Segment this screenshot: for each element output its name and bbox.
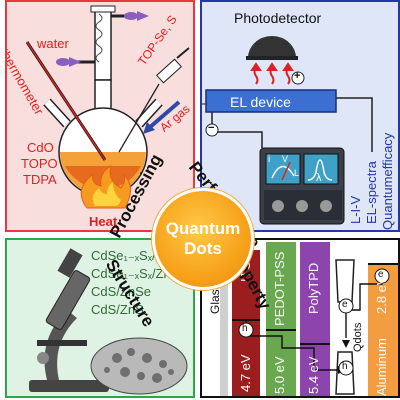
center-title-line2: Dots: [184, 239, 222, 258]
aluminum-label: Aluminum: [374, 338, 389, 396]
hole-carrier: h: [242, 323, 248, 334]
electron-carrier: e: [378, 269, 384, 280]
structure-panel: CdSe₁₋ₓSₓ/ZnS CdSe₁₋ₓSₓ/ZnSe CdS/ZnSe Cd…: [5, 238, 195, 398]
pedot-layer: [266, 242, 296, 396]
quantum-efficacy-label: Quantumefficacy: [380, 132, 395, 230]
heat-label: Heat: [89, 214, 118, 229]
microscope-illustration: [29, 248, 188, 395]
aluminum-energy: 2.8 eV: [374, 276, 389, 314]
hole-carrier-qdot: h: [342, 361, 348, 372]
energy-band-diagram: [220, 242, 398, 396]
water-label: water: [37, 36, 69, 51]
liv-label: L-I-V: [348, 195, 363, 224]
photodetector-label: Photodetector: [234, 10, 322, 26]
meter-voltage-label: V: [282, 154, 289, 164]
ito-energy: 4.7 eV: [238, 354, 253, 392]
reagent-1: CdO: [27, 140, 54, 155]
minus-terminal: −: [208, 122, 215, 134]
plus-terminal: +: [294, 70, 301, 82]
quantum-dots-center: Quantum Dots: [152, 188, 254, 290]
pedot-label: PEDOT-PSS: [272, 251, 287, 326]
spectrum-lambda-label: λ: [316, 172, 322, 184]
reagent-3: TDPA: [23, 172, 57, 187]
polytpd-energy: 5.4 eV: [306, 356, 321, 394]
material-3: CdS/ZnSe: [91, 284, 151, 299]
material-4: CdS/ZnS: [91, 302, 144, 317]
polytpd-label: PolyTPD: [306, 262, 321, 314]
meter-luminance-label: L: [294, 168, 300, 178]
electron-carrier-qdot: e: [342, 299, 348, 310]
qdots-label: Qdots: [352, 322, 364, 352]
center-title-line1: Quantum: [165, 219, 241, 238]
performance-panel: Photodetector EL device + − i V L λ L-I-…: [200, 0, 400, 232]
synthesis-apparatus-illustration: [25, 5, 190, 209]
el-spectra-label: EL-spectra: [364, 161, 379, 224]
device-test-illustration: [202, 36, 373, 225]
pedot-energy: 5.0 eV: [272, 356, 287, 394]
aluminum-layer: [368, 264, 398, 396]
glass-layer: [220, 242, 228, 396]
meter-current-label: i: [268, 154, 271, 165]
el-device-label: EL device: [230, 94, 291, 110]
processing-panel: thermometer water TOP-Se, S Ar gas CdO T…: [5, 0, 195, 232]
reagent-2: TOPO: [21, 156, 58, 171]
